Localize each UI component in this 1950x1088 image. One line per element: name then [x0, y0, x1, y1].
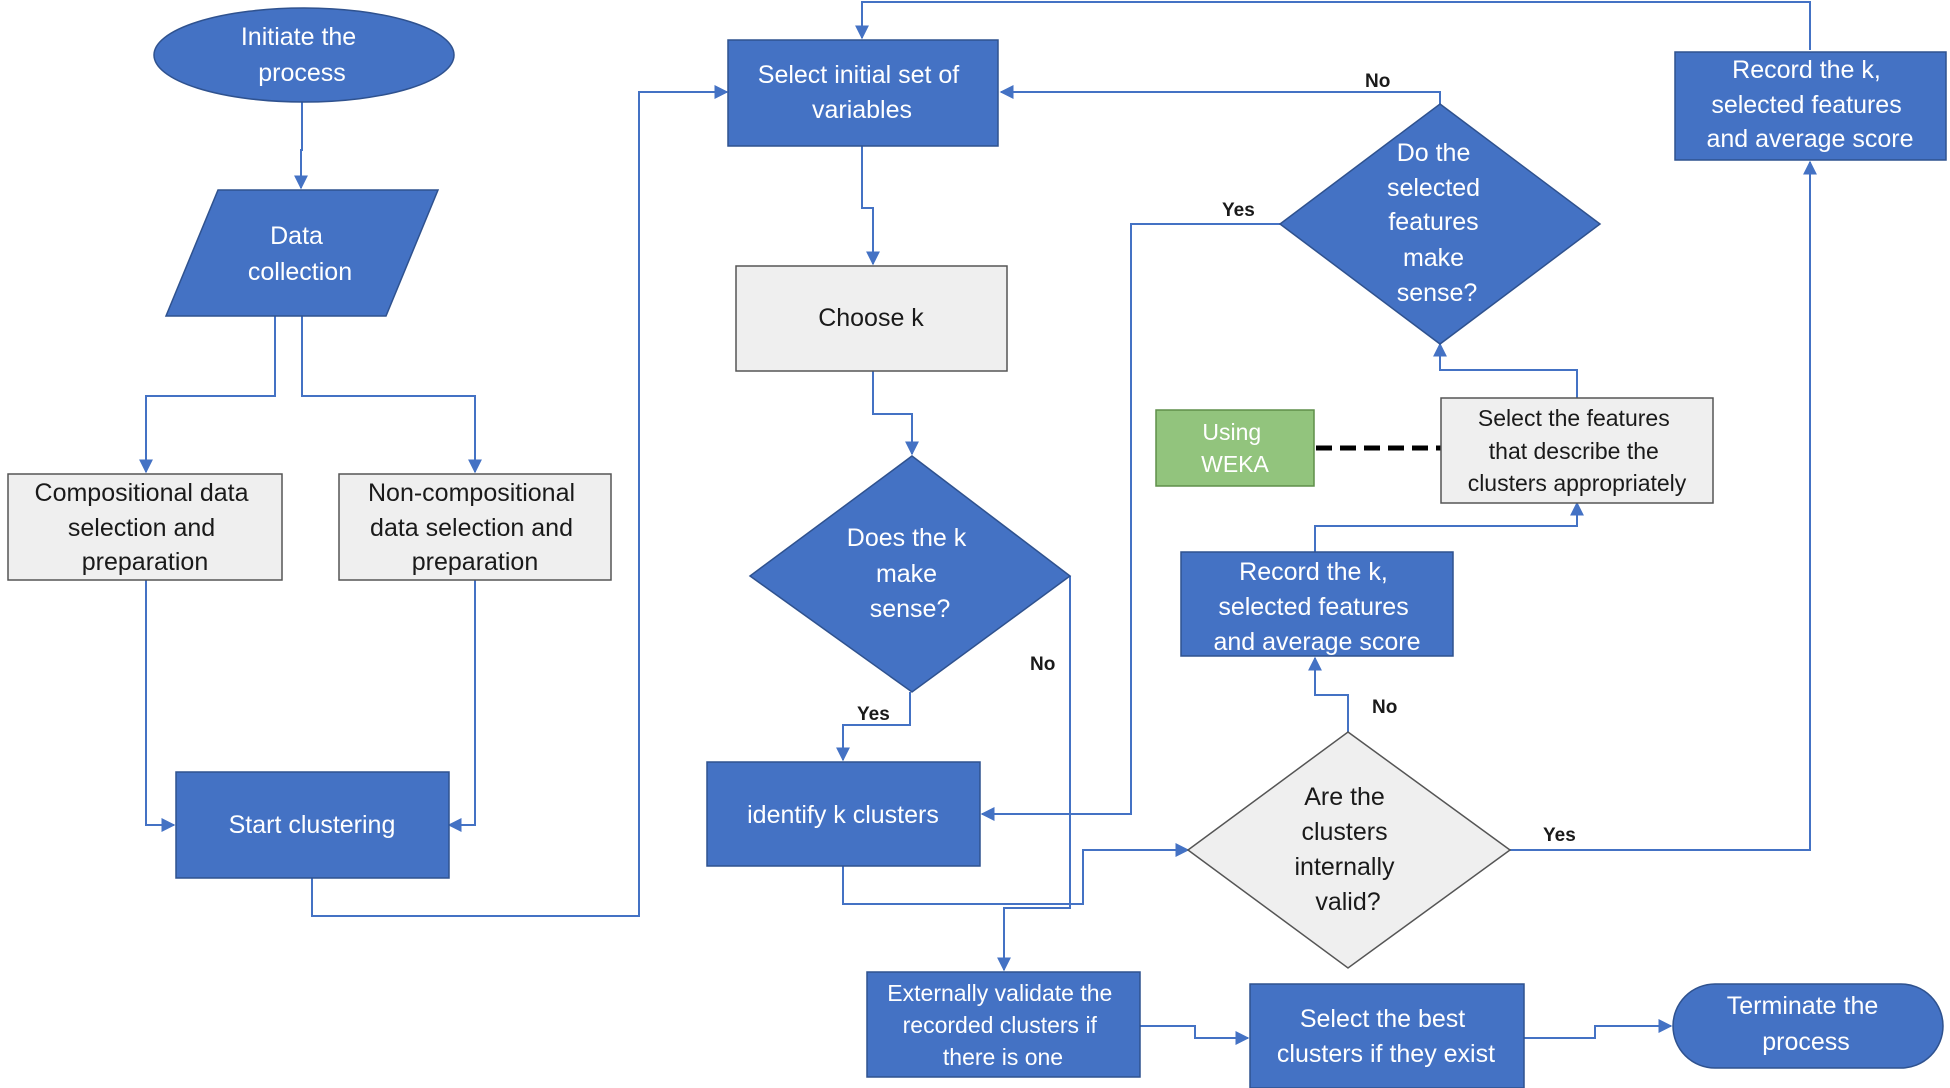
- select-best-node: [1249, 983, 1525, 1088]
- terminate-node: [1672, 983, 1944, 1069]
- edge-label-features-yes: Yes: [1222, 200, 1255, 221]
- choose-k-node: [735, 265, 1008, 372]
- record-mid-label: Record the k, selected features and aver…: [1213, 558, 1420, 656]
- non-compositional-label: Non-compositional data selection and pre…: [368, 479, 582, 576]
- compositional-node: [7, 473, 283, 581]
- compositional-label: Compositional data selection and prepara…: [35, 479, 256, 576]
- connector-select-best-to-terminate: [1524, 1019, 1673, 1039]
- record-mid-node: [1180, 551, 1454, 657]
- k-sense-node: [748, 455, 1072, 693]
- connector-variables-to-choose-k: [861, 146, 880, 266]
- select-features-label: Select the features that describe the cl…: [1468, 405, 1687, 496]
- edge-label-k-no: No: [1030, 654, 1055, 675]
- start-clustering-label: Start clustering: [229, 811, 396, 839]
- connector-features-yes-to-identify: [980, 223, 1280, 821]
- initiate-node: [153, 7, 455, 103]
- initiate-label: Initiate the process: [241, 23, 363, 87]
- connector-start-to-select-variables: [311, 85, 729, 917]
- external-validate-label: Externally validate the recorded cluster…: [887, 980, 1118, 1070]
- start-clustering-node: [175, 771, 450, 879]
- connector-identify-to-internally-valid: [842, 843, 1190, 905]
- connector-data-to-compositional: [139, 316, 276, 474]
- data-collection-label: Data collection: [248, 222, 352, 286]
- select-variables-label: Select initial set of variables: [758, 61, 966, 124]
- connector-initiate-to-data: [294, 102, 308, 190]
- connector-noncompositional-to-start: [447, 580, 476, 832]
- connector-features-no-to-variables: [999, 85, 1441, 104]
- choose-k-label: Choose k: [818, 304, 924, 332]
- record-top-label: Record the k, selected features and aver…: [1706, 56, 1913, 153]
- identify-clusters-node: [706, 761, 981, 867]
- edge-labels: No Yes No Yes No Yes: [857, 71, 1576, 846]
- edge-label-features-no: No: [1365, 71, 1390, 92]
- connector-k-sense-yes-to-identify: [836, 692, 911, 762]
- internally-valid-label: Are the clusters internally valid?: [1294, 783, 1401, 916]
- edge-label-valid-no: No: [1372, 697, 1397, 718]
- connector-compositional-to-start: [145, 580, 176, 832]
- connector-record-top-to-variables: [855, 1, 1811, 50]
- using-weka-label: Using WEKA: [1201, 419, 1269, 477]
- connector-select-features-to-features-sense: [1433, 342, 1578, 398]
- identify-clusters-label: identify k clusters: [747, 801, 939, 829]
- node-labels: Initiate the process Data collection Com…: [35, 23, 1914, 1070]
- connector-choose-k-to-k-sense: [872, 371, 919, 456]
- connector-data-to-noncompositional: [301, 316, 482, 474]
- select-best-label: Select the best clusters if they exist: [1277, 1005, 1495, 1068]
- using-weka-node: [1155, 409, 1315, 487]
- connector-external-to-select-best: [1140, 1025, 1250, 1045]
- internally-valid-node: [1186, 731, 1512, 969]
- connectors: [139, 1, 1817, 1045]
- k-sense-label: Does the k make sense?: [847, 524, 973, 623]
- features-sense-node: [1278, 103, 1602, 345]
- connector-valid-yes-to-record-top: [1510, 160, 1817, 851]
- record-top-node: [1674, 51, 1947, 161]
- select-variables-node: [727, 39, 999, 147]
- select-features-node: [1440, 397, 1714, 504]
- connector-record-mid-to-select-features: [1314, 501, 1584, 552]
- connector-k-sense-no-to-external: [997, 576, 1071, 972]
- connector-valid-no-to-record-mid: [1308, 656, 1349, 732]
- external-validate-node: [866, 971, 1141, 1078]
- data-collection-node: [164, 189, 440, 317]
- edge-label-valid-yes: Yes: [1543, 825, 1576, 846]
- features-sense-label: Do the selected features make sense?: [1387, 139, 1487, 307]
- non-compositional-node: [338, 473, 612, 581]
- edge-label-k-yes: Yes: [857, 704, 890, 725]
- terminate-label: Terminate the process: [1727, 992, 1885, 1056]
- nodes: [7, 7, 1947, 1088]
